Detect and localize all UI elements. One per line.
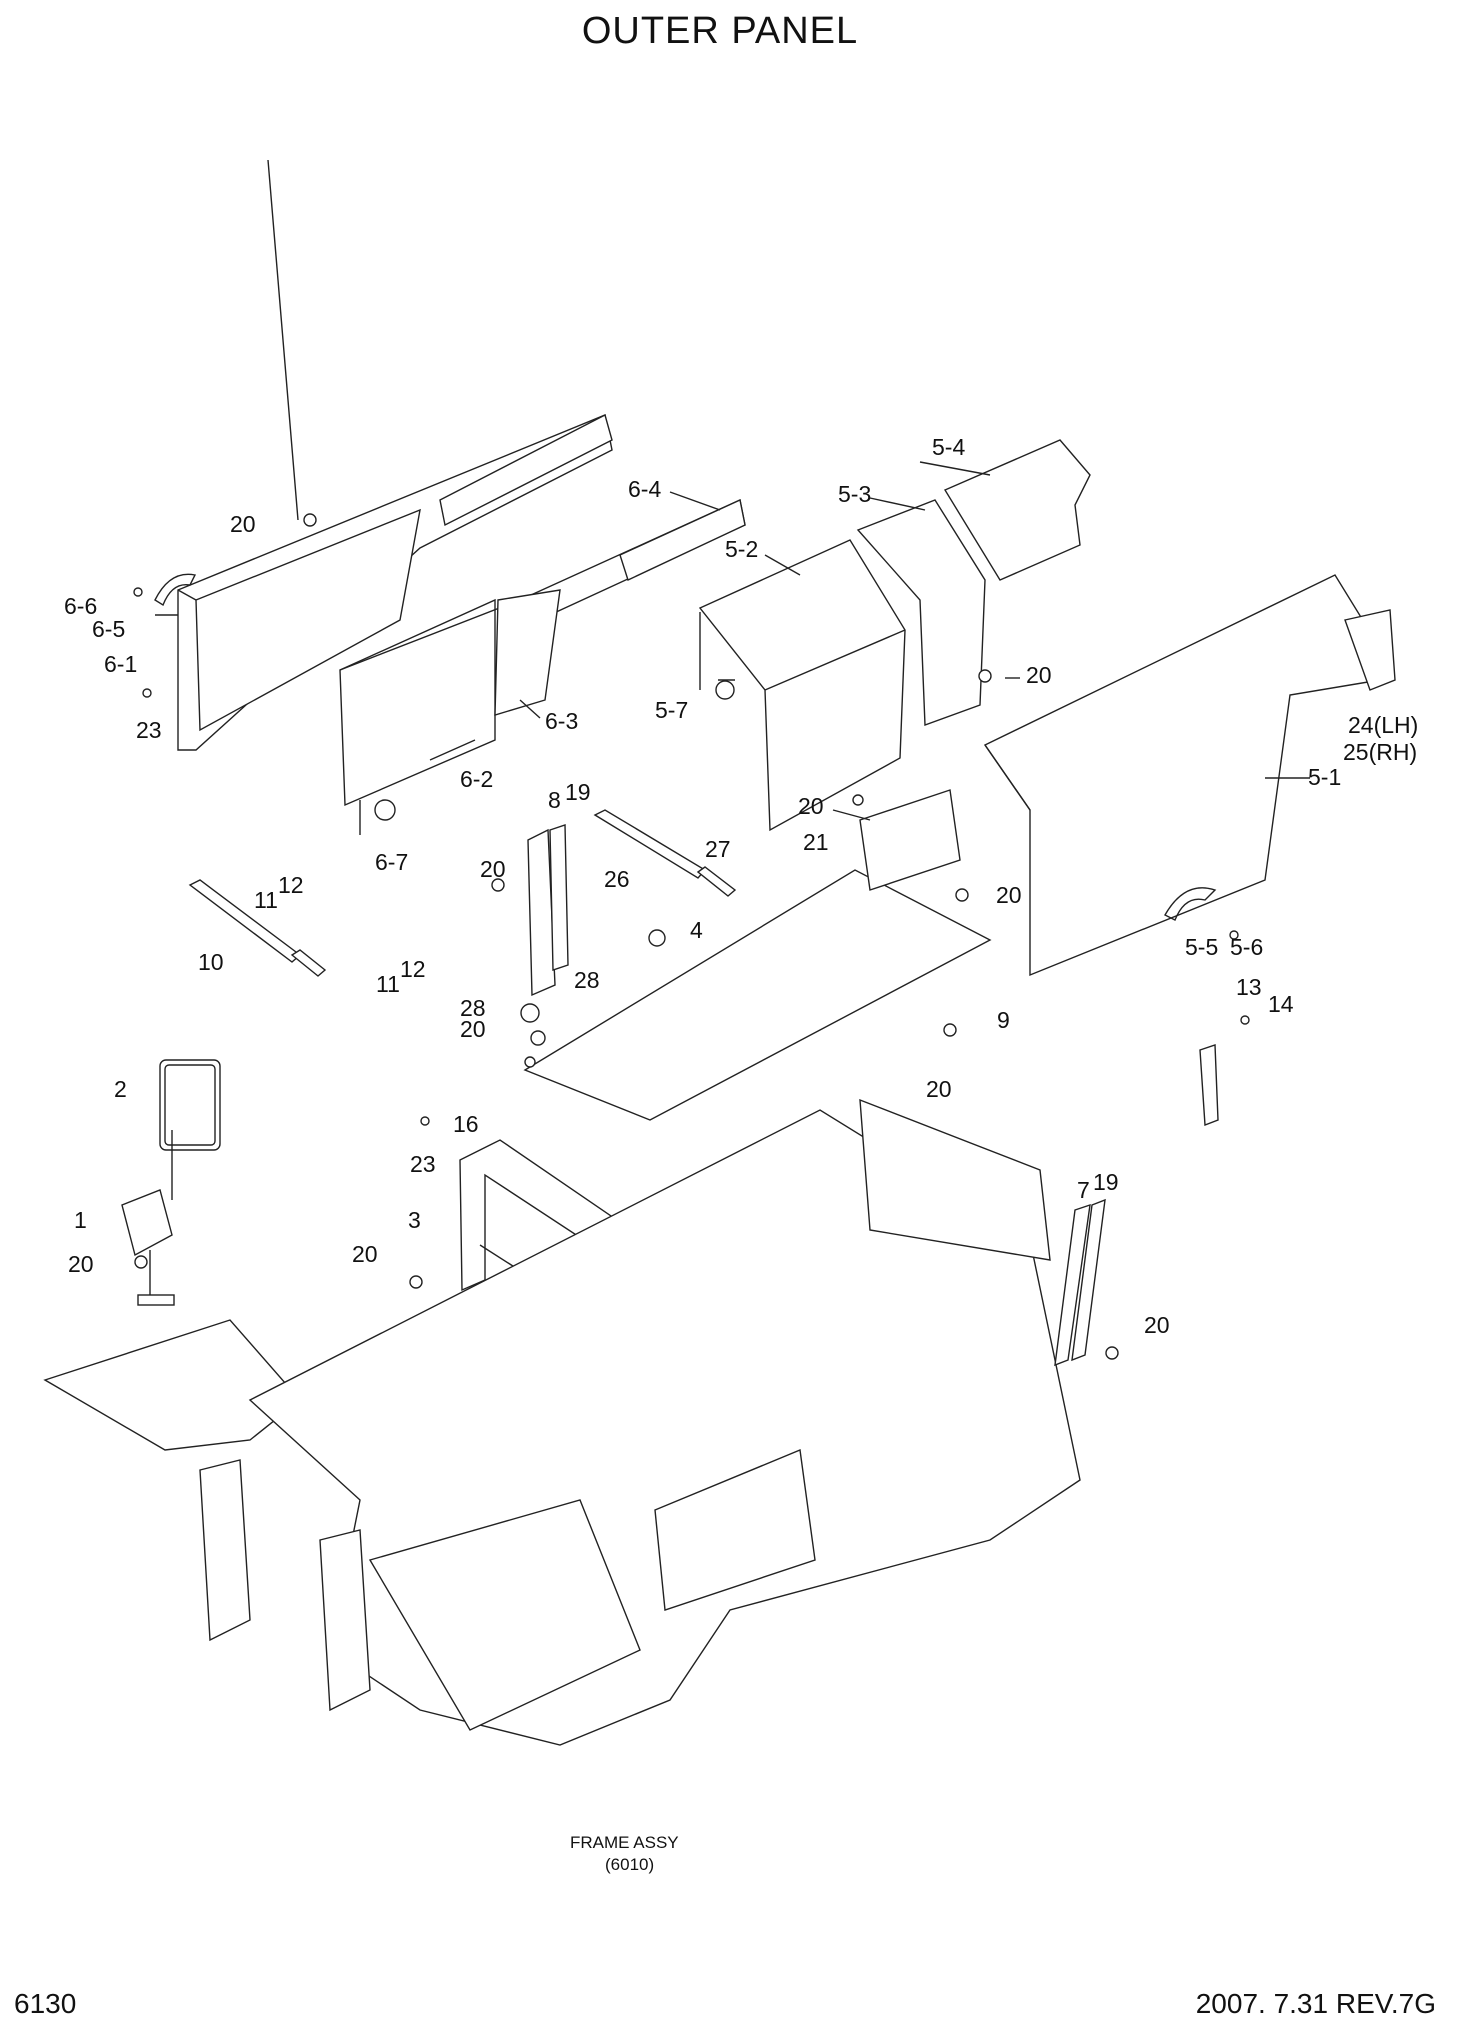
- callout-28-a: 28: [574, 967, 600, 993]
- callout-21: 21: [803, 829, 829, 855]
- handle-6-5: [154, 573, 197, 607]
- callout-20-d: 20: [480, 856, 506, 882]
- callout-5-1: 5-1: [1308, 764, 1341, 790]
- callout-27: 27: [705, 836, 731, 862]
- callout-19-b: 19: [1093, 1169, 1119, 1195]
- callout-28-b: 28: [460, 995, 486, 1021]
- callout-20-i: 20: [352, 1241, 378, 1267]
- callout-6-1: 6-1: [104, 651, 137, 677]
- callout-7: 7: [1077, 1177, 1090, 1203]
- gas-spring-26: [593, 809, 737, 897]
- callout-9: 9: [997, 1007, 1010, 1033]
- frame-assy-number: (6010): [605, 1855, 654, 1874]
- callout-11-b: 11: [376, 971, 400, 997]
- callout-5-3: 5-3: [838, 481, 871, 507]
- fasteners: [133, 513, 1250, 1360]
- callout-25-rh: 25(RH): [1343, 739, 1417, 765]
- callout-8: 8: [548, 787, 561, 813]
- door-panel-5-2: [698, 539, 906, 832]
- callout-5-6: 5-6: [1230, 934, 1263, 960]
- callout-19-a: 19: [565, 779, 591, 805]
- panel-6-4: [519, 498, 746, 626]
- page-number: 6130: [14, 1988, 77, 2019]
- callout-6-5: 6-5: [92, 616, 125, 642]
- callout-5-2: 5-2: [725, 536, 758, 562]
- callout-20-j: 20: [1144, 1312, 1170, 1338]
- callout-20-h: 20: [68, 1251, 94, 1277]
- callout-6-2: 6-2: [460, 766, 493, 792]
- lever-13: [1199, 1044, 1219, 1126]
- callout-2: 2: [114, 1076, 127, 1102]
- callout-10: 10: [198, 949, 224, 975]
- lamp-1: [121, 1189, 175, 1306]
- callout-6-4: 6-4: [628, 476, 661, 502]
- callout-12-b: 12: [400, 956, 426, 982]
- callout-3: 3: [408, 1207, 421, 1233]
- frame-assy: [43, 1098, 1081, 1746]
- callout-12-a: 12: [278, 872, 304, 898]
- panel-6-2: [339, 598, 521, 807]
- callout-20-c: 20: [798, 793, 824, 819]
- callout-14: 14: [1268, 991, 1294, 1017]
- panel-6-3: [494, 589, 561, 716]
- callout-5-4: 5-4: [932, 434, 965, 460]
- callout-5-7: 5-7: [655, 697, 688, 723]
- base-plate-4: [523, 789, 992, 1121]
- bracket-8: [527, 824, 569, 997]
- handle-5-5: [1164, 887, 1217, 921]
- callout-11-a: 11: [254, 887, 278, 913]
- callout-1: 1: [74, 1207, 87, 1233]
- callout-20-f: 20: [460, 1016, 486, 1042]
- bracket-7: [1054, 1198, 1106, 1367]
- callout-20-b: 20: [1026, 662, 1052, 688]
- callout-20-e: 20: [996, 882, 1022, 908]
- callout-6-3: 6-3: [545, 708, 578, 734]
- page-title: OUTER PANEL: [581, 10, 859, 52]
- callout-labels: 5-4 6-4 5-3 20 5-2 6-6 6-5 6-1 20 24(LH)…: [64, 434, 1418, 1874]
- callout-26: 26: [604, 866, 630, 892]
- callout-23-b: 23: [410, 1151, 436, 1177]
- lamp-2: [159, 1059, 221, 1200]
- gas-spring-10: [188, 879, 328, 977]
- panel-frame-6-1: [177, 413, 613, 751]
- callout-20-a: 20: [230, 511, 256, 537]
- door-panel-5-4: [943, 439, 1091, 581]
- callout-13: 13: [1236, 974, 1262, 1000]
- callout-5-5: 5-5: [1185, 934, 1218, 960]
- callout-6-6: 6-6: [64, 593, 97, 619]
- frame-assy-label: FRAME ASSY: [570, 1833, 679, 1852]
- callout-16: 16: [453, 1111, 479, 1137]
- leader-lines: [155, 159, 1310, 835]
- revision-label: 2007. 7.31 REV.7G: [1195, 1988, 1436, 2019]
- callout-6-7: 6-7: [375, 849, 408, 875]
- callout-23-a: 23: [136, 717, 162, 743]
- callout-20-g: 20: [926, 1076, 952, 1102]
- callout-4: 4: [690, 917, 703, 943]
- callout-24-lh: 24(LH): [1348, 712, 1418, 738]
- side-panel-5-1: [983, 574, 1396, 977]
- door-panel-5-3: [856, 499, 986, 726]
